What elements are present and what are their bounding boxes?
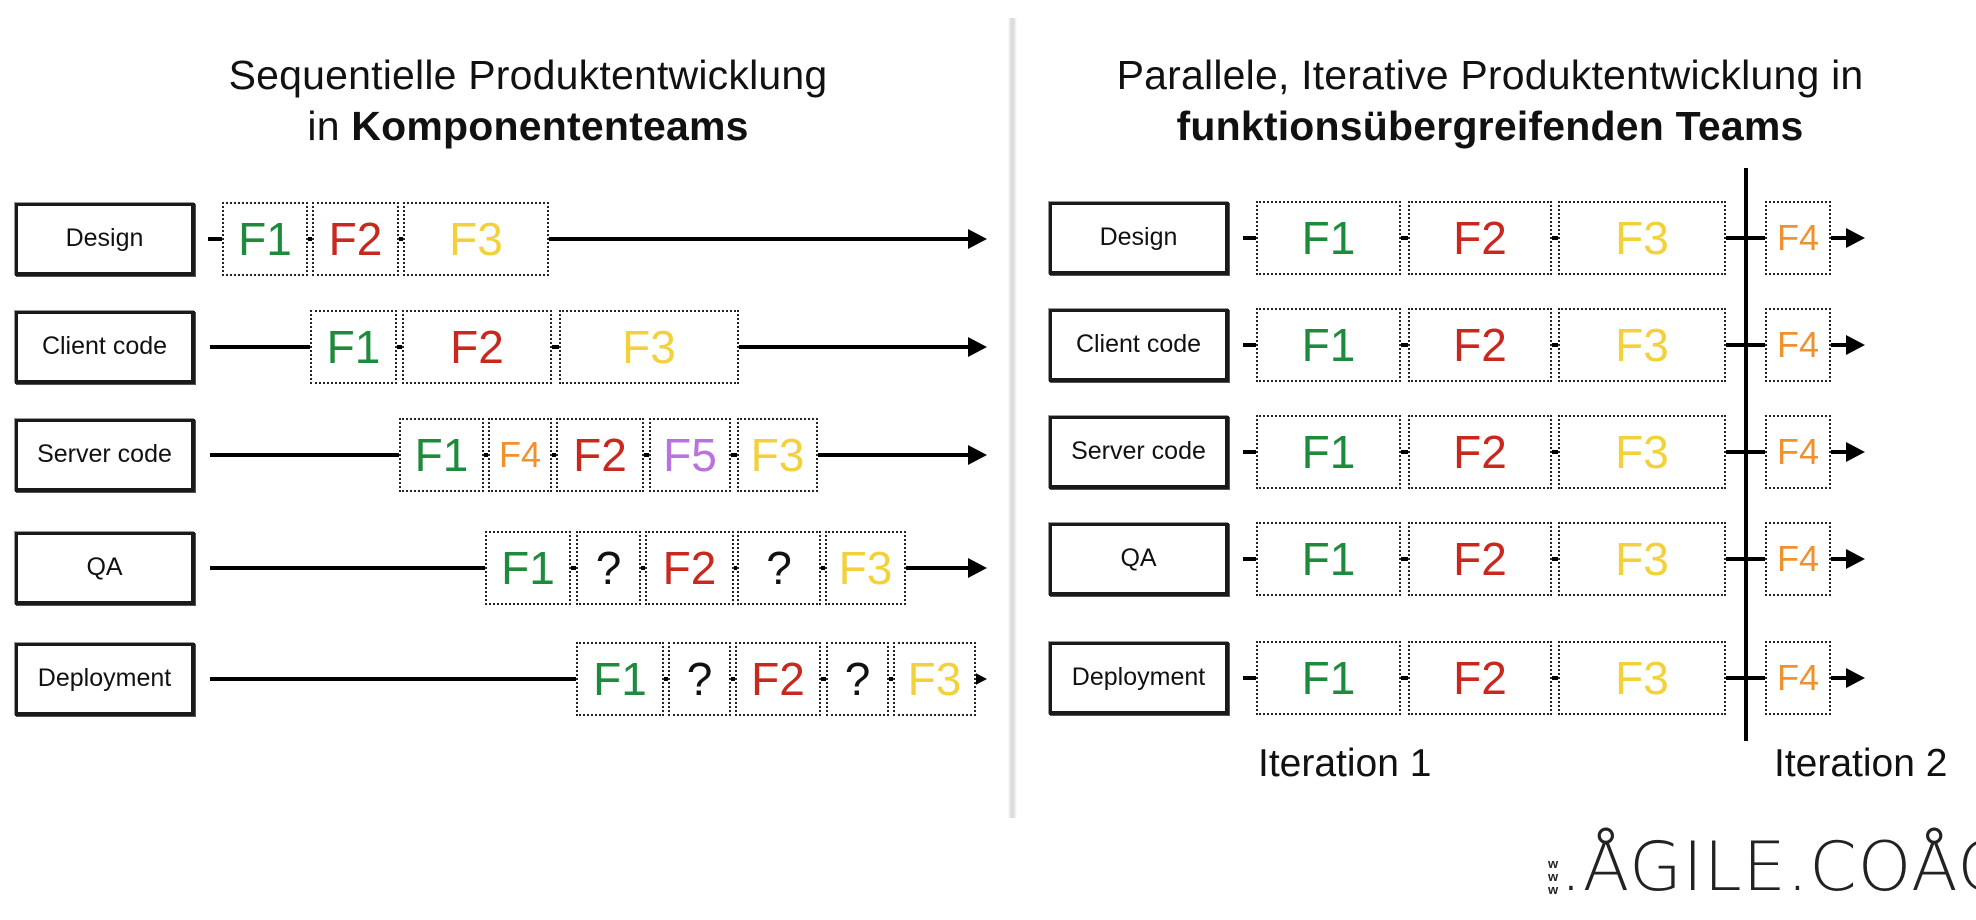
arrow-head-icon [968,445,987,465]
feature-box-f4: F4 [1765,308,1831,382]
feature-box-f2: F2 [312,202,399,276]
row-label-server-code: Server code [1049,415,1229,489]
feature-box-f2: F2 [645,531,734,605]
feature-box-f2: F2 [1408,201,1552,275]
feature-box-f2: F2 [1408,308,1552,382]
feature-box-f1: F1 [1256,308,1401,382]
logo-www: w w w [1548,856,1559,897]
unknown-work-box: ? [668,642,731,716]
right-title-line1: Parallele, Iterative Produktentwicklung … [1116,52,1864,98]
agile-coach-logo: w w w .ÅGILE.COÅCH [1548,812,1976,902]
row-label-server-code: Server code [15,418,195,492]
iteration-boundary-line [1744,168,1748,741]
logo-text: .ÅGILE.COÅCH [1560,828,1976,907]
right-title-line2: funktionsübergreifenden Teams [1050,101,1930,152]
feature-box-f1: F1 [1256,641,1401,715]
arrow-head-icon [968,558,987,578]
right-title-bold: funktionsübergreifenden Teams [1176,103,1804,149]
arrow-head-icon [1846,442,1865,462]
feature-box-f3: F3 [1558,308,1726,382]
left-title-line1: Sequentielle Produktentwicklung [228,52,828,98]
feature-box-f1: F1 [222,202,308,276]
feature-box-f2: F2 [556,418,644,492]
unknown-work-box: ? [826,642,889,716]
feature-box-f1: F1 [1256,415,1401,489]
row-label-deployment: Deployment [15,642,195,716]
right-title: Parallele, Iterative Produktentwicklung … [1050,50,1930,152]
feature-box-f3: F3 [559,310,739,384]
iteration-1-label: Iteration 1 [1258,742,1432,785]
unknown-work-box: ? [576,531,641,605]
row-label-deployment: Deployment [1049,641,1229,715]
arrow-head-icon [968,229,987,249]
feature-box-f3: F3 [825,531,906,605]
arrow-head-icon [1846,668,1865,688]
row-label-client-code: Client code [15,310,195,384]
feature-box-f4: F4 [488,418,552,492]
section-divider [1008,18,1017,818]
feature-box-f3: F3 [403,202,549,276]
arrow-head-icon [1846,228,1865,248]
arrow-head-icon [968,337,987,357]
feature-box-f2: F2 [1408,522,1552,596]
feature-box-f2: F2 [1408,415,1552,489]
arrow-head-icon [1846,335,1865,355]
iteration-2-label: Iteration 2 [1774,742,1948,785]
feature-box-f4: F4 [1765,522,1831,596]
unknown-work-box: ? [737,531,821,605]
feature-box-f3: F3 [737,418,818,492]
feature-box-f2: F2 [1408,641,1552,715]
feature-box-f2: F2 [402,310,552,384]
left-title-line2: in Komponententeams [307,103,749,149]
row-label-design: Design [15,202,195,276]
feature-box-f1: F1 [576,642,664,716]
feature-box-f3: F3 [1558,201,1726,275]
feature-box-f5: F5 [649,418,731,492]
row-label-design: Design [1049,201,1229,275]
feature-box-f4: F4 [1765,415,1831,489]
row-label-qa: QA [15,531,195,605]
feature-box-f1: F1 [485,531,571,605]
timeline-line [208,237,968,241]
feature-box-f2: F2 [735,642,821,716]
left-title: Sequentielle Produktentwicklung in Kompo… [178,50,878,152]
feature-box-f1: F1 [1256,201,1401,275]
feature-box-f3: F3 [893,642,976,716]
feature-box-f3: F3 [1558,415,1726,489]
feature-box-f3: F3 [1558,522,1726,596]
feature-box-f1: F1 [399,418,484,492]
feature-box-f4: F4 [1765,201,1831,275]
row-label-qa: QA [1049,522,1229,596]
arrow-head-icon [1846,549,1865,569]
left-title-bold: Komponententeams [351,103,749,149]
row-label-client-code: Client code [1049,308,1229,382]
feature-box-f3: F3 [1558,641,1726,715]
feature-box-f1: F1 [1256,522,1401,596]
feature-box-f1: F1 [310,310,397,384]
feature-box-f4: F4 [1765,641,1831,715]
